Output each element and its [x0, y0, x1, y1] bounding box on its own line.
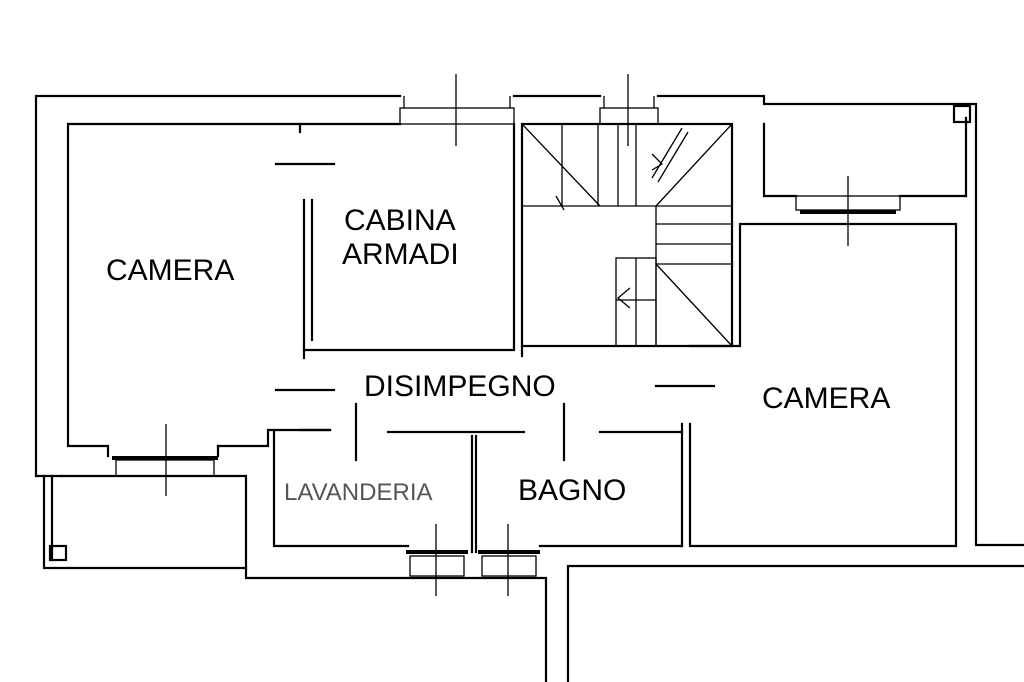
door-jambs — [298, 402, 566, 462]
inner-walls — [48, 116, 968, 570]
label-lavanderia: LAVANDERIA — [284, 479, 433, 506]
label-camera-right: CAMERA — [762, 382, 890, 415]
label-cabina-line2: ARMADI — [342, 238, 459, 271]
label-camera-left: CAMERA — [106, 254, 234, 287]
room-labels: CAMERA CABINA ARMADI DISIMPEGNO CAMERA L… — [106, 204, 890, 507]
windows — [112, 74, 972, 596]
label-bagno: BAGNO — [518, 474, 626, 507]
label-cabina-line1: CABINA — [344, 204, 456, 237]
outer-walls — [34, 94, 1024, 682]
staircase — [521, 123, 733, 347]
label-disimpegno: DISIMPEGNO — [364, 370, 556, 403]
